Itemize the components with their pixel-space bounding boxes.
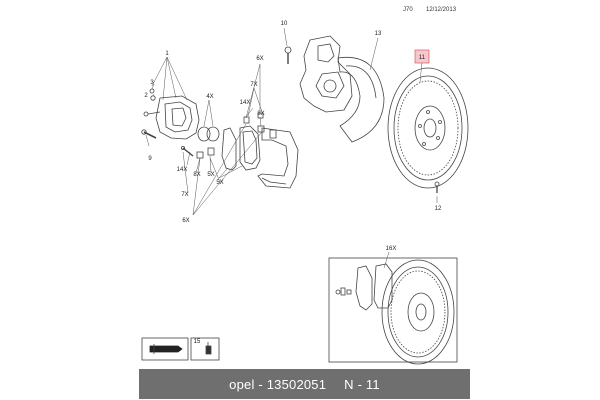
kit-detail-frame <box>328 257 458 363</box>
footer-part-number: 13502051 <box>266 376 327 392</box>
diagram-date: 12/12/2013 <box>426 7 457 13</box>
callout-6x-top: 6X <box>256 56 263 62</box>
guide-pins <box>180 112 265 159</box>
callout-4x: 4X <box>206 94 213 100</box>
splash-shield <box>337 56 385 143</box>
kit-brake-disc <box>381 259 455 365</box>
callout-15: 15 <box>194 339 201 345</box>
piston-seal-ring <box>197 126 211 142</box>
piston-dust-boot <box>206 126 220 142</box>
grease-tube-icon <box>149 344 183 354</box>
footer-position: N - 11 <box>344 376 380 392</box>
footer-separator: - <box>254 376 267 392</box>
brake-caliper <box>143 95 200 140</box>
caliper-bolt <box>141 129 157 139</box>
footer-brand: opel <box>229 376 255 392</box>
callout-7x-top: 7X <box>250 82 257 88</box>
callout-1: 1 <box>165 51 169 57</box>
callout-5x-b: 5X <box>216 180 223 186</box>
callout-14x-bot: 14X <box>177 167 188 173</box>
bleeder-cap <box>149 88 155 94</box>
callout-10: 10 <box>281 21 288 27</box>
brake-disc <box>387 67 469 189</box>
callout-8x-top: 8X <box>257 111 264 117</box>
callout-9: 9 <box>148 156 152 162</box>
callout-8x-bot: 8X <box>193 172 200 178</box>
bleeder-screw <box>150 95 156 101</box>
caliper-carrier <box>257 127 299 189</box>
knuckle-bolt <box>284 46 292 64</box>
callout-6x-bot: 6X <box>182 218 189 224</box>
steering-knuckle <box>299 35 353 113</box>
disc-screw <box>434 181 440 193</box>
callout-7x-bot: 7X <box>181 192 188 198</box>
callout-5x-a: 5X <box>207 172 214 178</box>
part-15-box <box>190 337 220 361</box>
kit-brake-pads <box>335 263 393 311</box>
callout-11: 11 <box>419 55 426 61</box>
callout-16x: 16X <box>386 246 397 252</box>
leader-lines <box>145 27 438 216</box>
callout-12: 12 <box>435 206 442 212</box>
diagram-code: J70 <box>403 7 413 13</box>
highlight-marker <box>414 49 430 64</box>
brake-pads <box>221 125 261 171</box>
part-number-footer: opel - 13502051 N - 11 <box>139 369 470 399</box>
callout-3: 3 <box>150 80 154 86</box>
callout-2: 2 <box>144 93 148 99</box>
callout-13: 13 <box>375 31 382 37</box>
callout-14x-top: 14X <box>240 100 251 106</box>
valve-icon <box>205 342 212 355</box>
grease-kit-box <box>141 337 189 361</box>
